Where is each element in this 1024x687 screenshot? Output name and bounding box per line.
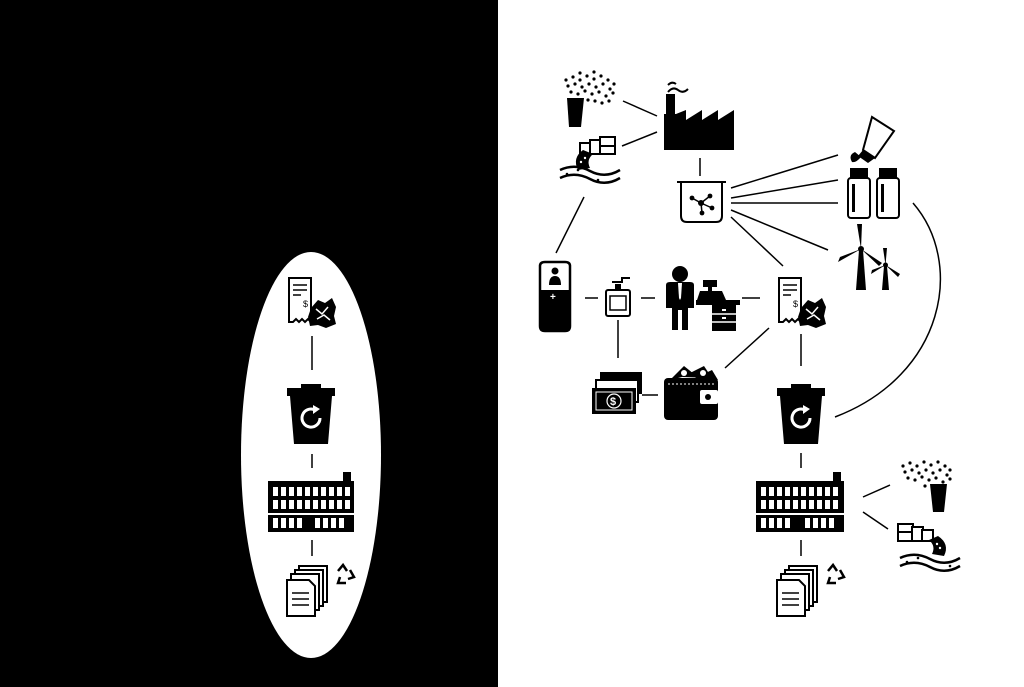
crumpled-paper-icon (308, 298, 336, 328)
recycling-plant-icon (756, 472, 844, 532)
air-pollution-icon (564, 70, 616, 127)
receipt-dollar-glyph: $ (303, 299, 308, 309)
cash-dollar-glyph: $ (610, 396, 616, 408)
cashier-icon (666, 266, 694, 330)
water-pollution-icon (559, 136, 621, 184)
recycle-arrows-icon (336, 562, 356, 585)
receipt-plus-glyph: + (550, 292, 556, 303)
receipt-icon: $ (778, 277, 802, 325)
soap-dispenser-icon (605, 277, 631, 317)
network-connectors (555, 100, 942, 556)
wallet-icon (664, 366, 718, 420)
cosmetic-tube-icon (850, 115, 896, 163)
crumpled-paper-icon (798, 298, 826, 328)
chemical-beaker-icon (677, 181, 726, 223)
thermal-cup-icon: + (538, 260, 572, 333)
recycling-plant-icon (268, 472, 354, 532)
cash-register-icon (696, 280, 740, 331)
right-panel-background (498, 0, 1024, 687)
recycling-bin-icon (777, 384, 825, 444)
banknotes-icon: $ (592, 372, 642, 414)
paper-stack-icon (776, 565, 818, 617)
wind-turbine-icon (838, 224, 900, 290)
receipt-dollar-glyph: $ (793, 299, 798, 309)
water-pollution-icon (897, 523, 961, 572)
paper-stack-icon (286, 565, 328, 617)
vials-icon (847, 168, 900, 219)
receipt-icon: $ (288, 277, 312, 325)
recycle-arrows-icon (826, 562, 846, 585)
recycling-bin-icon (287, 384, 335, 444)
left-panel-background (0, 0, 498, 687)
air-pollution-icon (901, 460, 952, 512)
highlight-ellipse (241, 252, 381, 658)
factory-icon (664, 81, 734, 150)
